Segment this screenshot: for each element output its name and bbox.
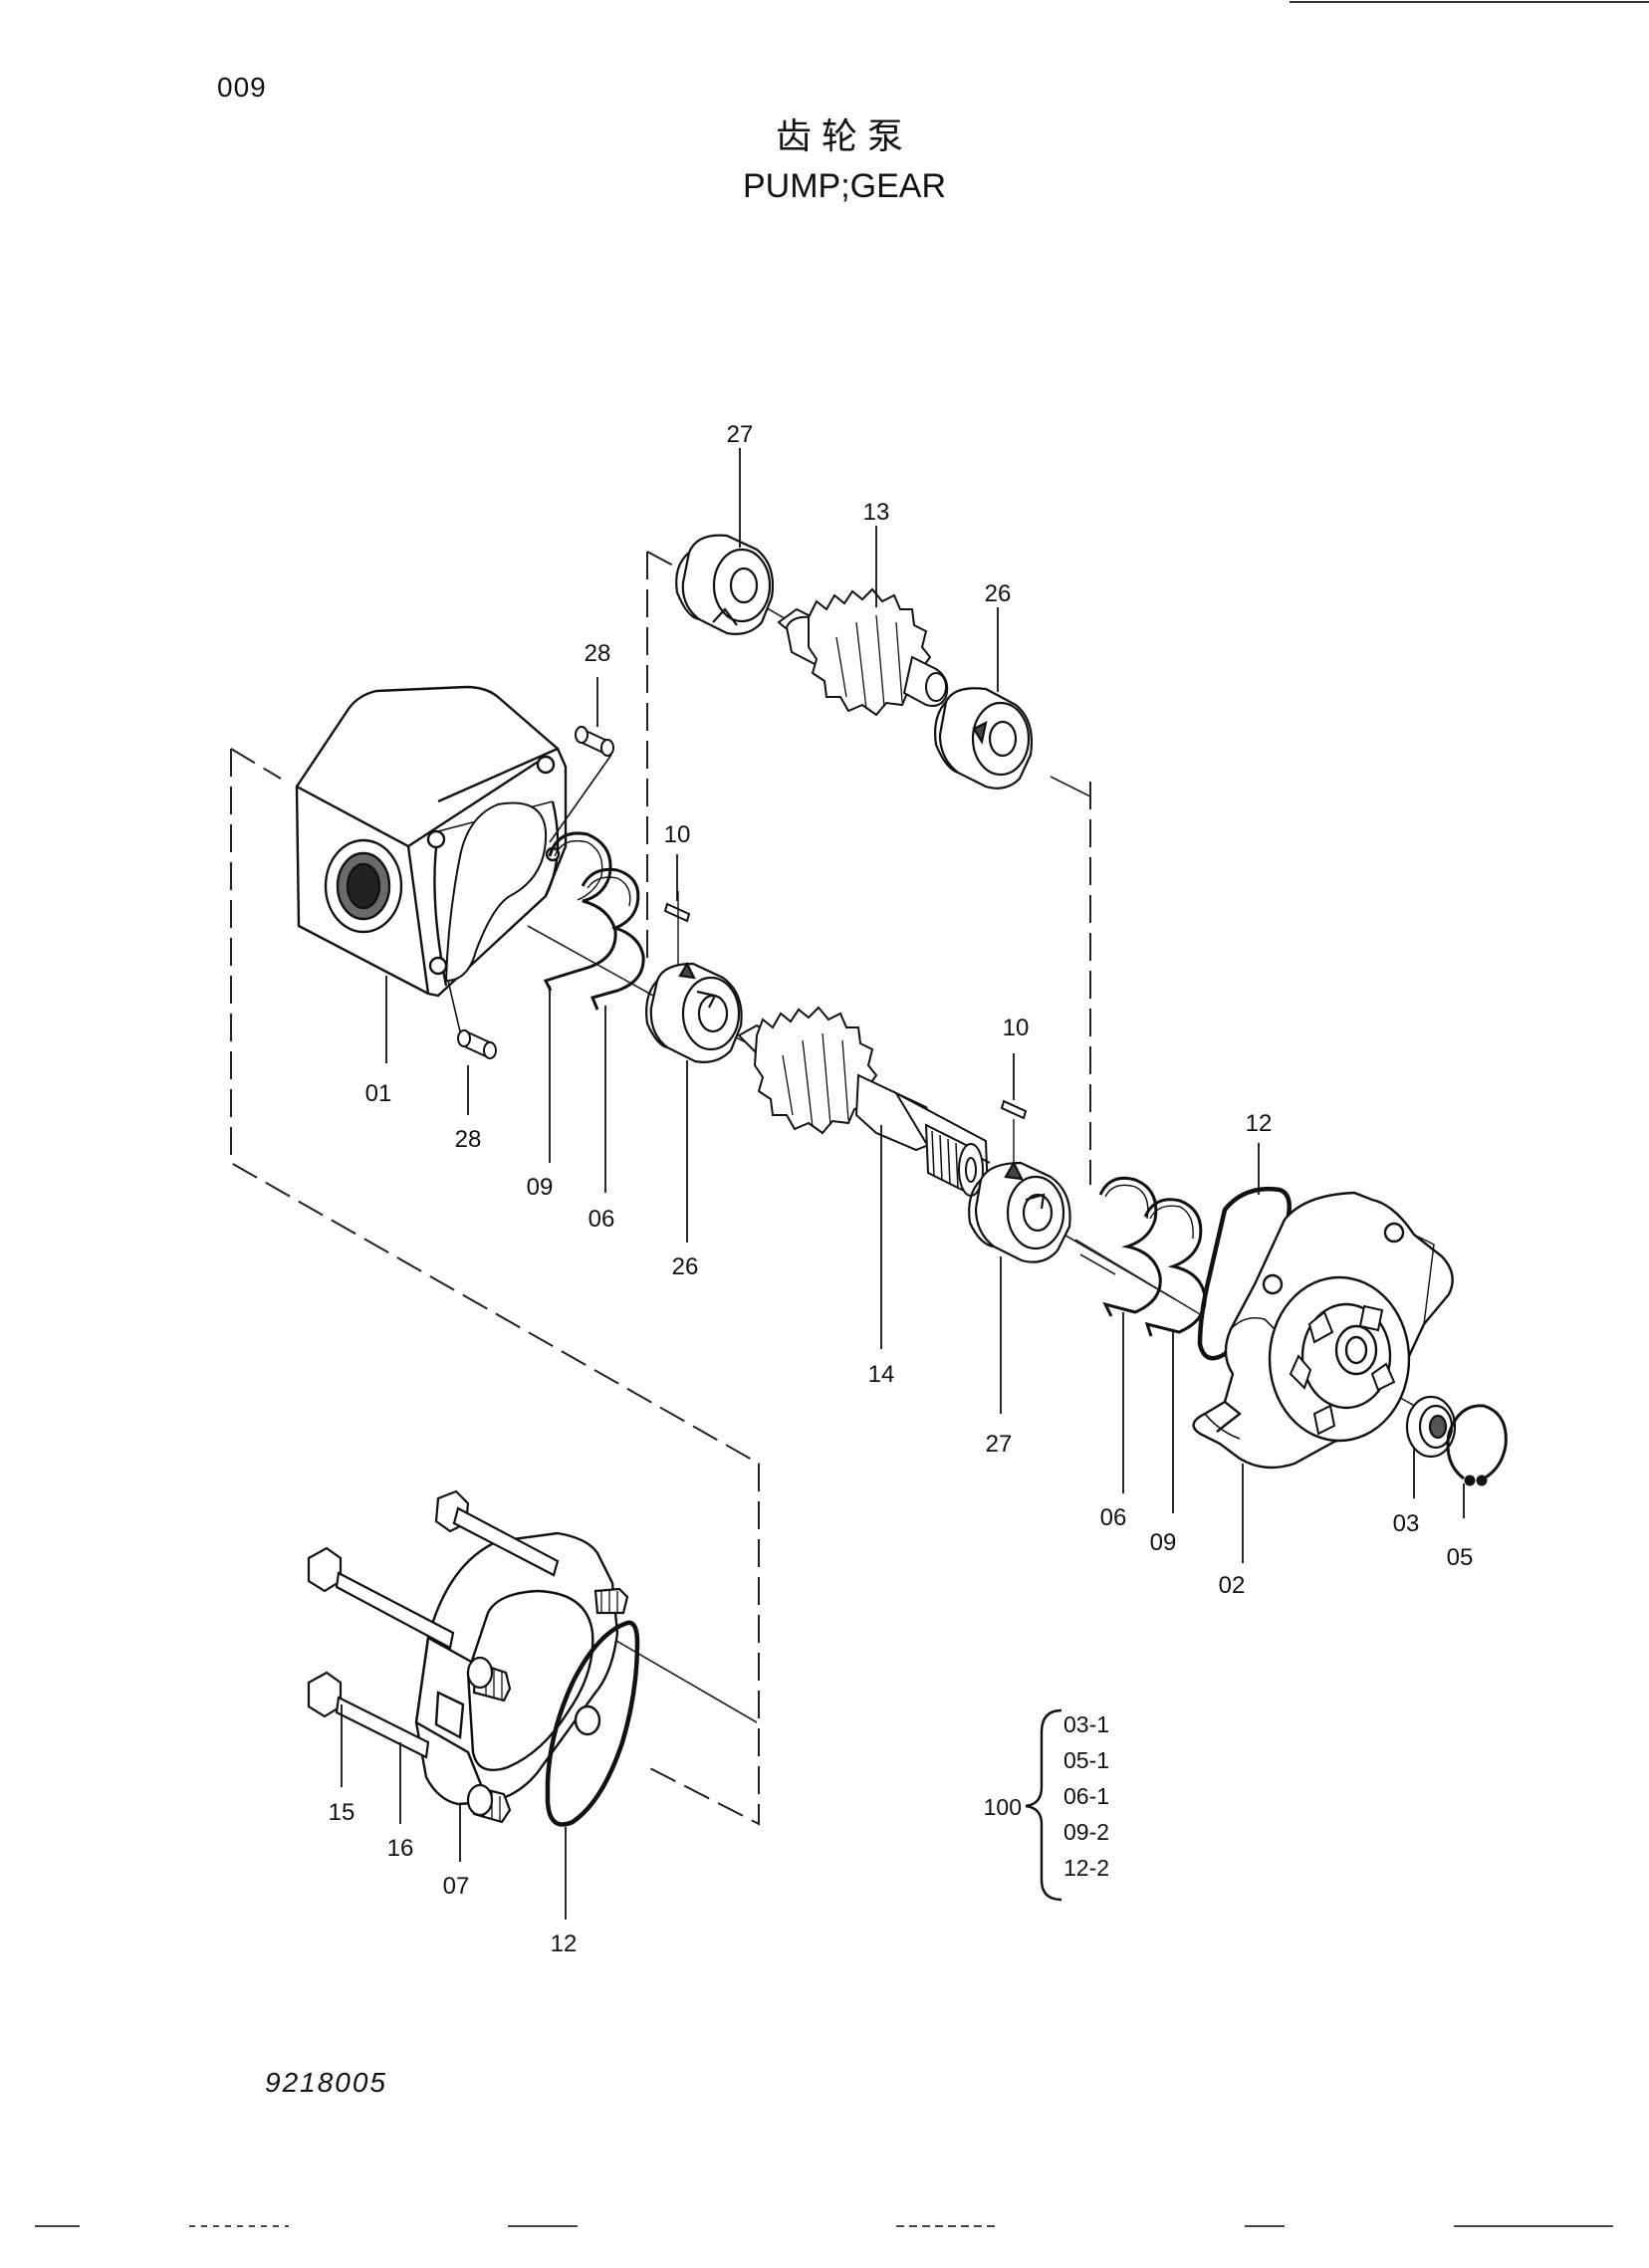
kit-brace — [1025, 1708, 1062, 1902]
title-english: PUMP;GEAR — [742, 167, 947, 205]
callout-p28a: 28 — [585, 640, 611, 667]
callout-p06a: 06 — [589, 1206, 615, 1233]
flange-ports — [1289, 1304, 1396, 1436]
callout-labels: 27 13 26 28 10 01 28 09 06 26 14 10 27 12 06 09 02 03 05 15… — [329, 421, 1474, 1957]
o-ring-bottom-icon — [545, 1620, 640, 1827]
kit-item: 06-1 — [1063, 1783, 1109, 1809]
callout-p07: 07 — [443, 1873, 470, 1900]
callout-p14: 14 — [868, 1361, 895, 1388]
bolt-left-upper-icon — [307, 1546, 455, 1650]
cover-icon — [414, 1531, 619, 1806]
callout-p13: 13 — [863, 499, 890, 526]
page-number: 009 — [217, 72, 267, 103]
pump-body-icon — [295, 685, 568, 998]
callout-p26a: 26 — [985, 580, 1012, 607]
seal-ring-left-icon — [581, 867, 645, 1011]
backup-ring-left-icon — [543, 831, 617, 992]
bolt-icon-set — [307, 1489, 629, 1824]
bolt-head-right-icon — [466, 1656, 494, 1817]
callout-p01: 01 — [365, 1080, 392, 1107]
dowel-pin-bottom-icon — [447, 980, 497, 1059]
bolt-left-lower-icon — [307, 1671, 430, 1759]
kit-item: 03-1 — [1063, 1711, 1109, 1737]
backup-ring-right-icon — [1098, 1176, 1162, 1317]
dowel-pin-top-icon — [549, 726, 614, 843]
callout-p10a: 10 — [664, 821, 691, 848]
driven-gear-teeth — [808, 587, 932, 717]
bushing-top-27-icon — [675, 534, 775, 635]
callout-p09b: 09 — [1150, 1529, 1177, 1556]
oil-seal-icon — [1405, 1395, 1457, 1459]
bushing-middle-26-icon — [645, 961, 743, 1063]
callout-p03: 03 — [1393, 1510, 1420, 1537]
mounting-flange-icon — [1192, 1191, 1454, 1470]
callout-p05: 05 — [1447, 1544, 1474, 1571]
callout-p06b: 06 — [1100, 1504, 1127, 1531]
callout-p27b: 27 — [986, 1431, 1013, 1458]
service-kit: 100 03-1 05-1 06-1 09-2 12-2 — [984, 1711, 1109, 1881]
title-chinese: 齿轮泵 — [775, 116, 913, 157]
kit-item: 05-1 — [1063, 1747, 1109, 1773]
callout-p02: 02 — [1219, 1572, 1246, 1599]
kit-item: 12-2 — [1063, 1855, 1109, 1881]
callout-p15: 15 — [329, 1799, 355, 1826]
callout-p12a: 12 — [1246, 1110, 1273, 1137]
kit-label: 100 — [984, 1794, 1022, 1820]
callout-p09a: 09 — [527, 1174, 554, 1201]
callout-p27a: 27 — [727, 421, 754, 448]
callout-p12b: 12 — [551, 1930, 578, 1957]
bushing-top-26-icon — [934, 687, 1034, 790]
assembly-guide-lines — [230, 551, 1091, 1826]
snap-ring-icon — [1446, 1404, 1508, 1486]
stud-right-upper-icon — [593, 1587, 629, 1615]
callout-p28b: 28 — [455, 1126, 482, 1153]
drawing-number: 9218005 — [265, 2067, 388, 2098]
callout-p26b: 26 — [672, 1253, 699, 1280]
pin-left-icon — [663, 891, 691, 966]
leader-lines — [341, 448, 1465, 1920]
bushing-bottom-27-icon — [968, 1160, 1071, 1263]
kit-item: 09-2 — [1063, 1819, 1109, 1845]
driven-gear-icon — [777, 587, 949, 717]
callout-p10b: 10 — [1003, 1015, 1030, 1041]
bolt-top-icon — [434, 1489, 560, 1577]
pin-right-icon — [1000, 1099, 1028, 1165]
drive-gear-shaft-icon — [737, 1006, 991, 1197]
callout-p16: 16 — [387, 1835, 414, 1862]
